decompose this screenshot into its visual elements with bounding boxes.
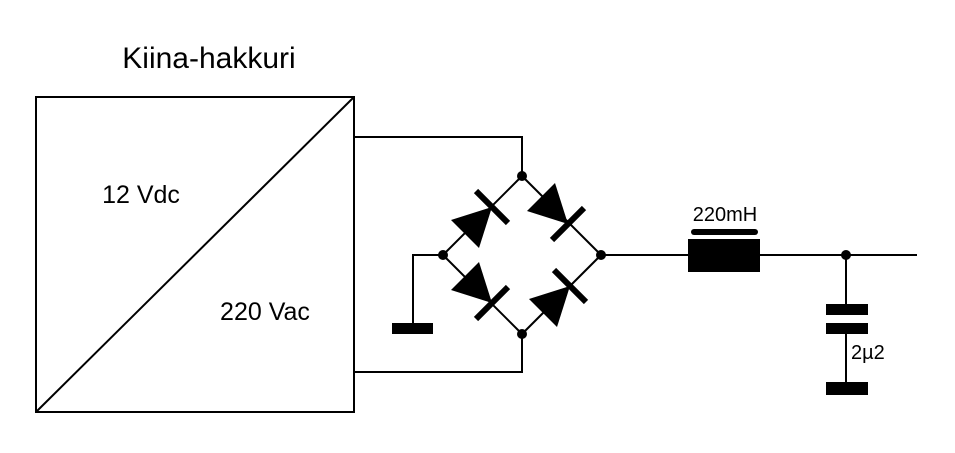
converter-dc-label: 12 Vdc bbox=[102, 181, 180, 209]
diode-top-right bbox=[527, 183, 587, 243]
inductor-core-bar-icon bbox=[691, 229, 758, 235]
ground-bar-icon bbox=[392, 323, 433, 334]
schematic-title: Kiina-hakkuri bbox=[122, 42, 295, 75]
wire-box-to-bridge-bottom bbox=[354, 334, 523, 373]
diode-triangle-icon bbox=[529, 286, 570, 327]
diode-cathode-bar-icon bbox=[473, 188, 511, 226]
converter-box-outline bbox=[35, 96, 355, 413]
node-dot-bottom bbox=[517, 329, 527, 339]
diode-triangle-icon bbox=[527, 183, 568, 224]
diode-cathode-bar-icon bbox=[549, 205, 587, 243]
converter-box: 12 Vdc 220 Vac bbox=[35, 96, 355, 413]
diode-triangle-icon bbox=[451, 207, 492, 248]
wire-box-to-bridge-top bbox=[354, 136, 523, 176]
inductor: 220mH bbox=[688, 204, 760, 272]
diode-cathode-bar-icon bbox=[473, 284, 511, 322]
inductor-value-label: 220mH bbox=[693, 204, 757, 226]
diode-bottom-right bbox=[529, 267, 589, 327]
capacitor-plate-top-icon bbox=[826, 304, 868, 315]
capacitor-plate-bottom-icon bbox=[826, 323, 868, 334]
capacitor-branch: 2µ2 bbox=[826, 255, 885, 395]
inductor-body-icon bbox=[688, 239, 760, 272]
wire-to-ground-left bbox=[412, 254, 443, 324]
converter-ac-label: 220 Vac bbox=[220, 298, 310, 326]
node-dot-top bbox=[517, 171, 527, 181]
diode-cathode-bar-icon bbox=[551, 267, 589, 305]
ground-bar-icon bbox=[826, 382, 868, 395]
diode-bridge bbox=[438, 171, 606, 339]
diode-triangle-icon bbox=[451, 262, 492, 303]
diode-left-top bbox=[451, 188, 511, 248]
diode-left-bottom bbox=[451, 262, 511, 322]
converter-box-diagonal bbox=[35, 96, 355, 413]
capacitor-value-label: 2µ2 bbox=[851, 342, 885, 364]
ground-left bbox=[392, 254, 443, 334]
